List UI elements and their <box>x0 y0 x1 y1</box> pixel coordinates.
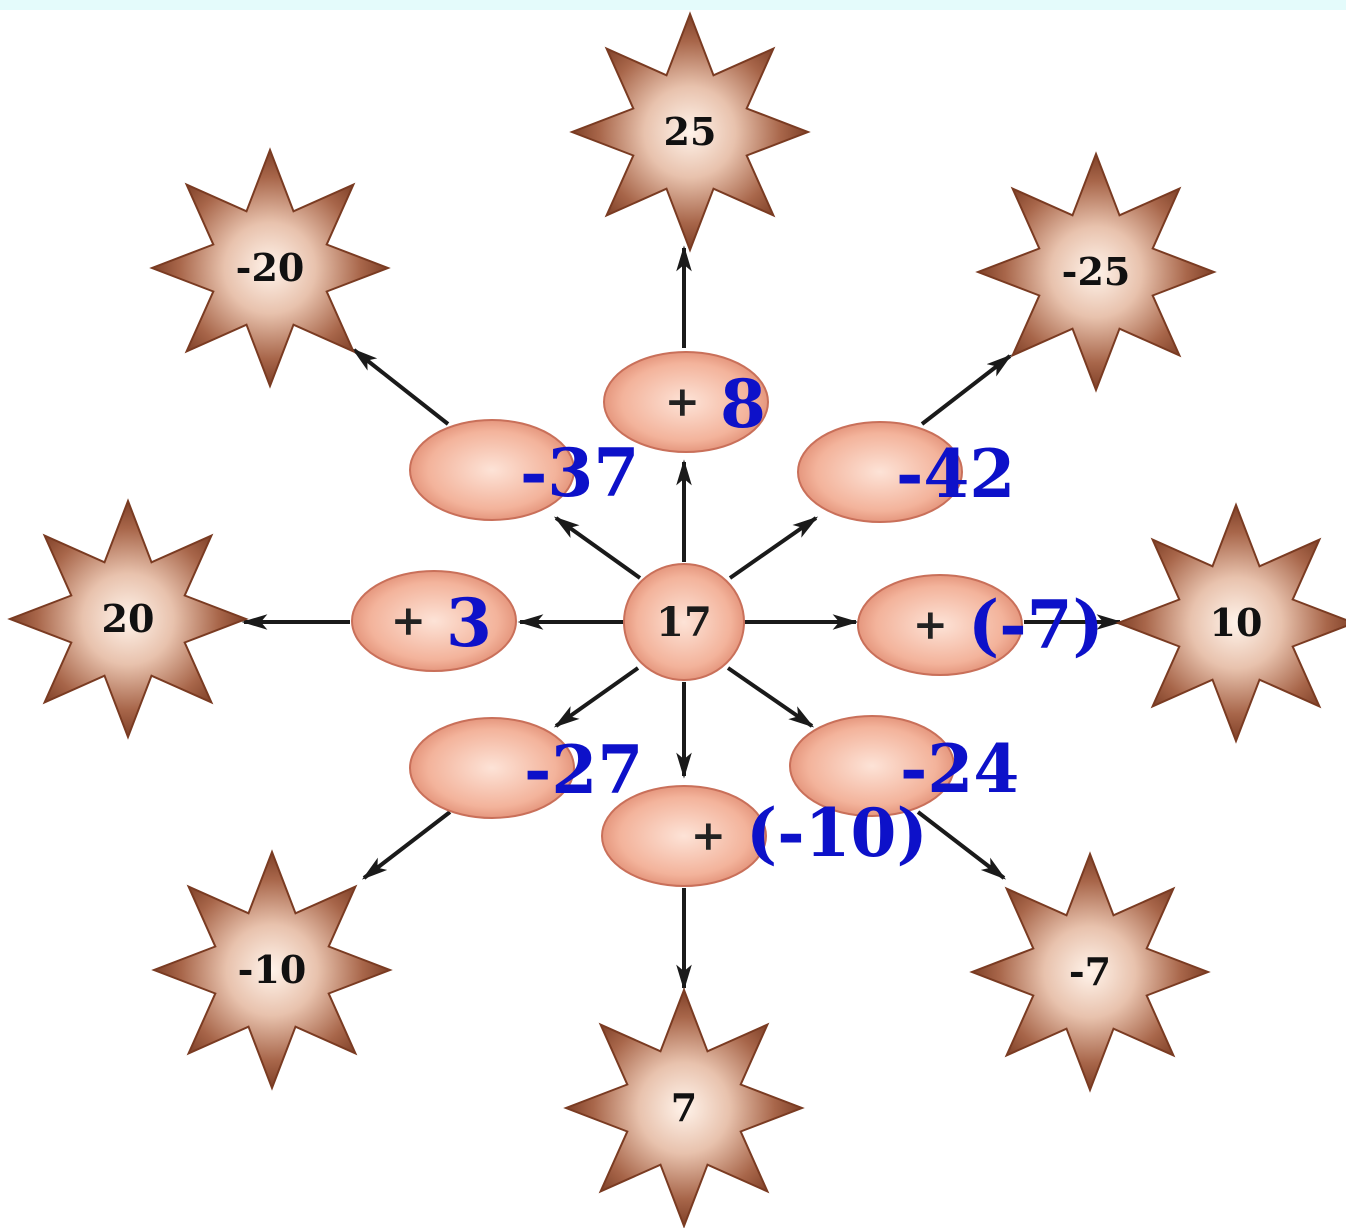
arrow-up-right-2 <box>922 356 1010 424</box>
star-up-left: -20 <box>152 150 388 386</box>
center-value: 17 <box>656 599 712 646</box>
star-right: 10 <box>1118 505 1346 741</box>
star-value: 20 <box>102 596 155 641</box>
star-value: -25 <box>1062 249 1131 294</box>
oval-up-left: -37 <box>410 420 639 520</box>
star-down-left: -10 <box>154 852 390 1088</box>
arrow-down-right-1 <box>728 668 812 726</box>
star-value: -10 <box>238 947 307 992</box>
star-down: 7 <box>566 990 802 1226</box>
oval-sign: + <box>391 596 426 645</box>
oval-answer: -37 <box>520 434 639 512</box>
oval-down-left: -27 <box>410 718 643 818</box>
oval-answer: -27 <box>524 731 643 809</box>
oval-right: + (-7) <box>858 575 1104 675</box>
star-left: 20 <box>10 501 246 737</box>
arrow-up-left-1 <box>556 518 640 578</box>
oval-answer: (-10) <box>746 794 928 872</box>
oval-sign: + <box>913 600 948 649</box>
star-up: 25 <box>572 14 808 250</box>
arrow-down-left-2 <box>364 812 450 878</box>
oval-answer: 8 <box>720 365 766 443</box>
star-value: 7 <box>671 1085 697 1130</box>
oval-answer: -42 <box>896 435 1015 513</box>
oval-left: +3 <box>352 571 516 671</box>
star-value: 25 <box>664 109 717 154</box>
star-value: 10 <box>1210 600 1263 645</box>
star-value: -20 <box>236 245 305 290</box>
center-node: 17 <box>624 564 744 680</box>
arrow-down-left-1 <box>556 668 638 726</box>
oval-down: + (-10) <box>602 786 928 886</box>
oval-sign: + <box>691 811 726 860</box>
oval-answer: 3 <box>446 584 492 662</box>
star-down-right: -7 <box>972 854 1208 1090</box>
arrow-up-right-1 <box>730 518 816 578</box>
arrow-up-left-2 <box>354 350 448 424</box>
oval-up-right: -42 <box>798 422 1015 522</box>
arrow-down-right-2 <box>918 812 1004 878</box>
star-value: -7 <box>1069 949 1111 994</box>
star-up-right: -25 <box>978 154 1214 390</box>
oval-answer: (-7) <box>968 586 1104 664</box>
oval-sign: + <box>665 377 700 426</box>
